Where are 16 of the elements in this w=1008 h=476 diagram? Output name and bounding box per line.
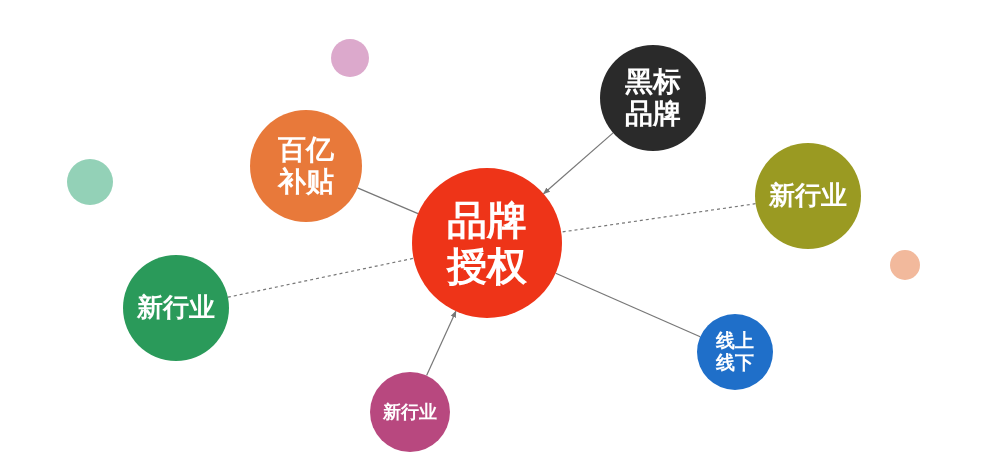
connector-line [356, 187, 419, 215]
arrow [542, 132, 614, 195]
node-label: 新行业 [136, 293, 216, 323]
node-label: 品牌授权 [445, 197, 528, 289]
node-label: 新行业 [382, 401, 438, 423]
connector-line [227, 257, 415, 298]
node-label: 百亿补贴 [276, 133, 335, 199]
connector-line [560, 203, 757, 233]
decorative-circle [890, 250, 920, 280]
node-label: 新行业 [768, 181, 848, 211]
node-label: 黑标品牌 [624, 65, 682, 131]
node-label: 线上线下 [715, 330, 755, 374]
connector-line [555, 272, 701, 338]
decorative-circle [331, 39, 369, 77]
arrow [426, 310, 457, 377]
decorative-circle [67, 159, 113, 205]
